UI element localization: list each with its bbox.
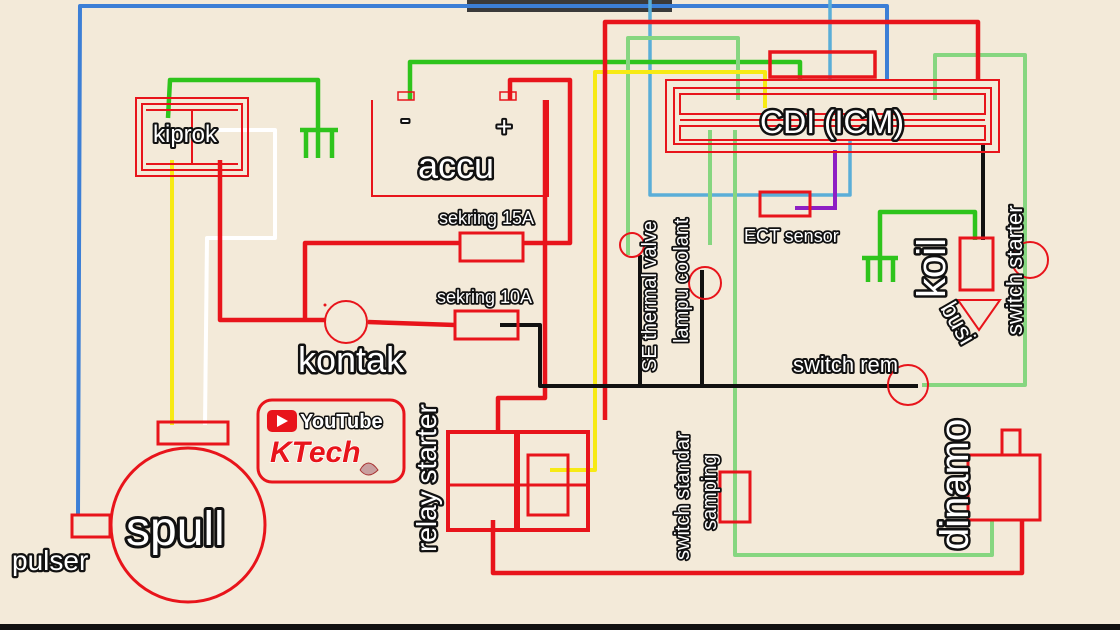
label-accu-plus: + xyxy=(496,111,512,142)
label-se-thermal-valve: SE thermal valve xyxy=(639,221,661,372)
switch-standar-samping xyxy=(718,470,752,524)
label-switch-standar: switch standar xyxy=(672,432,694,560)
label-switch-starter: switch starter xyxy=(1002,205,1027,335)
label-ect-sensor: ECT sensor xyxy=(744,226,839,246)
label-dinamo: dinamo xyxy=(933,419,977,550)
switch-rem-switch xyxy=(887,364,929,406)
wire-blue-pulser xyxy=(76,4,889,516)
wire-white xyxy=(203,128,277,426)
label-busi: busi xyxy=(935,298,980,350)
relay-starter-component xyxy=(446,430,590,532)
wire-light-blue xyxy=(648,0,852,197)
switch-starter-switch xyxy=(1011,241,1049,279)
kontak-switch xyxy=(324,300,368,344)
label-pulser: pulser xyxy=(12,545,88,576)
thermal-valve-switch xyxy=(619,232,645,258)
kiprok-component xyxy=(135,97,249,177)
logo-youtube-text: YouTube xyxy=(300,411,383,433)
label-kiprok: kiprok xyxy=(153,121,218,148)
lampu-coolant-lamp xyxy=(688,266,722,300)
kontak-dot xyxy=(323,303,327,307)
label-accu: accu xyxy=(418,145,494,186)
bottom-bar xyxy=(0,624,1120,630)
label-relay-starter: relay starter xyxy=(411,404,442,552)
label-sekring-10a: sekring 10A xyxy=(437,287,532,307)
koil-component xyxy=(958,236,995,292)
fuse-10a xyxy=(453,309,520,341)
label-samping: samping xyxy=(699,454,721,530)
ect-sensor-component xyxy=(758,190,812,218)
label-koil: koil xyxy=(910,238,954,298)
fuse-15a xyxy=(458,231,525,263)
label-cdi: CDI (ICM) xyxy=(760,104,904,140)
wire-purple xyxy=(795,150,837,210)
wire-black xyxy=(500,145,985,388)
dinamo-component xyxy=(966,428,1042,522)
label-switch-rem: switch rem xyxy=(793,352,898,377)
label-accu-minus: - xyxy=(401,104,410,134)
label-kontak: kontak xyxy=(298,339,405,380)
busi-component xyxy=(956,299,1002,332)
accu-component xyxy=(371,91,549,197)
label-spull: spull xyxy=(126,503,225,556)
youtube-ktech-logo: YouTube KTech xyxy=(256,398,406,484)
label-lampu-coolant: lampu coolant xyxy=(671,218,693,343)
wire-light-green xyxy=(626,36,1027,557)
wire-red xyxy=(217,19,1025,576)
spull-component xyxy=(70,420,267,604)
logo-brand-text: KTech xyxy=(270,436,361,469)
cdi-component xyxy=(665,50,1000,153)
wire-yellow xyxy=(170,70,767,472)
label-sekring-15a: sekring 15A xyxy=(439,208,534,228)
